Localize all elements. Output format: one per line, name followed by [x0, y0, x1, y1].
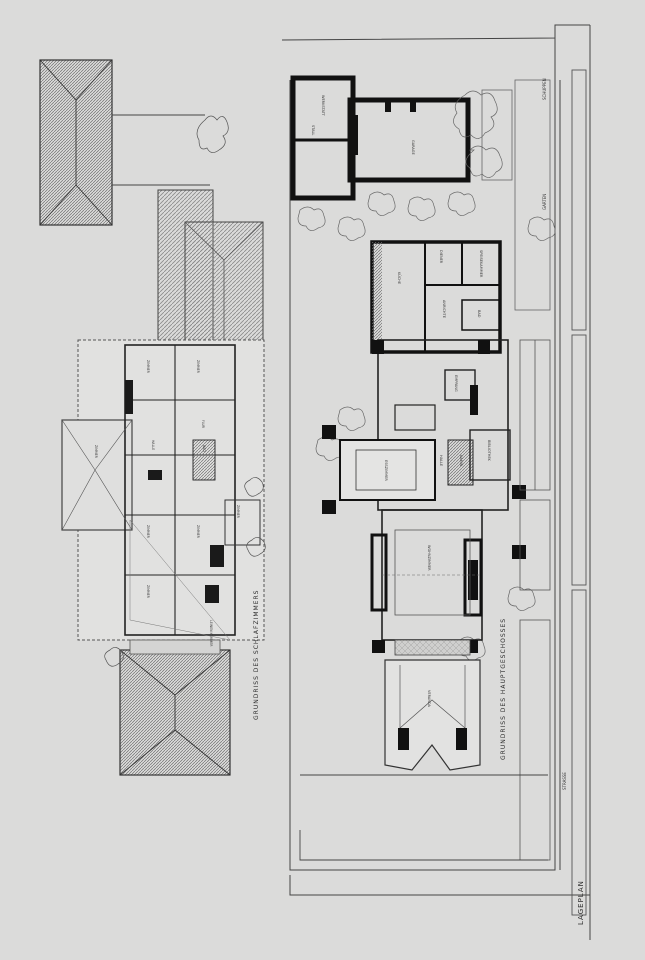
upper-room-corridor: FLUR — [201, 420, 205, 429]
room-workshop: WERKSTATT — [321, 95, 325, 117]
drive-lines — [299, 774, 548, 861]
roof-bottom-left — [119, 639, 231, 776]
room-garage: GARAGE — [411, 140, 415, 155]
road-label: SCHUPPEN — [542, 78, 547, 100]
garage-stable-block — [290, 75, 471, 201]
upper-room-hall: HALLE — [151, 440, 155, 450]
service-wing — [370, 240, 502, 354]
living-wing — [370, 509, 483, 656]
upper-floor-plan: GRUNDRISS DES SCHLAFZIMMERS — [39, 59, 266, 776]
room-dining: ESSZIMMER — [384, 460, 388, 481]
room-library: BIBLIOTHEK — [487, 440, 491, 462]
room-stable: STALL — [311, 125, 315, 135]
room-kitchen: KÜCHE — [397, 272, 402, 284]
upper-room-bath: BAD — [202, 445, 206, 452]
room-reception: EMPFANG — [454, 375, 458, 392]
room-serving: ANRICHTE — [442, 300, 446, 318]
main-house-core — [322, 339, 526, 559]
upper-floor-caption: GRUNDRISS DES SCHLAFZIMMERS — [253, 590, 260, 720]
room-bath: BAD — [477, 310, 481, 318]
garden-label: GARTEN — [542, 194, 547, 210]
upper-room-6: ZIMMER — [146, 585, 150, 599]
site-plan-caption: LAGEPLAN — [577, 880, 585, 925]
porte-cochere — [384, 659, 481, 771]
room-living: WOHNZIMMER — [427, 545, 431, 571]
street-strip — [571, 69, 587, 916]
room-hall: HALLE — [439, 455, 443, 466]
upper-room-linen: LEINEN KAMMER — [209, 620, 213, 647]
shrub-marks-upper — [104, 115, 266, 667]
room-veranda: VERANDA — [427, 690, 431, 708]
upper-room-7: ZIMMER — [236, 505, 240, 519]
upper-room-5: ZIMMER — [196, 525, 200, 539]
main-floor-plan: GRUNDRISS DES HAUPTGESCHOSSES LAGEPLAN S… — [94, 24, 591, 940]
upper-room-3: ZIMMER — [94, 445, 98, 459]
room-fireplace: KAMIN — [459, 455, 463, 467]
street-label: STRASSE — [562, 772, 567, 790]
garden-hedges — [297, 90, 556, 661]
roof-top-left — [39, 59, 113, 226]
upper-room-4: ZIMMER — [146, 525, 150, 539]
main-floor-caption: GRUNDRISS DES HAUPTGESCHOSSES — [500, 618, 507, 760]
room-pantry: SPEISEKAMMER — [479, 250, 483, 278]
site-boundary — [281, 24, 591, 940]
garden-bed — [514, 79, 551, 311]
upper-room-1: ZIMMER — [146, 360, 150, 374]
upper-room-2: ZIMMER — [196, 360, 200, 374]
room-servant: DIENER — [439, 250, 443, 264]
upper-house-body — [61, 339, 265, 641]
